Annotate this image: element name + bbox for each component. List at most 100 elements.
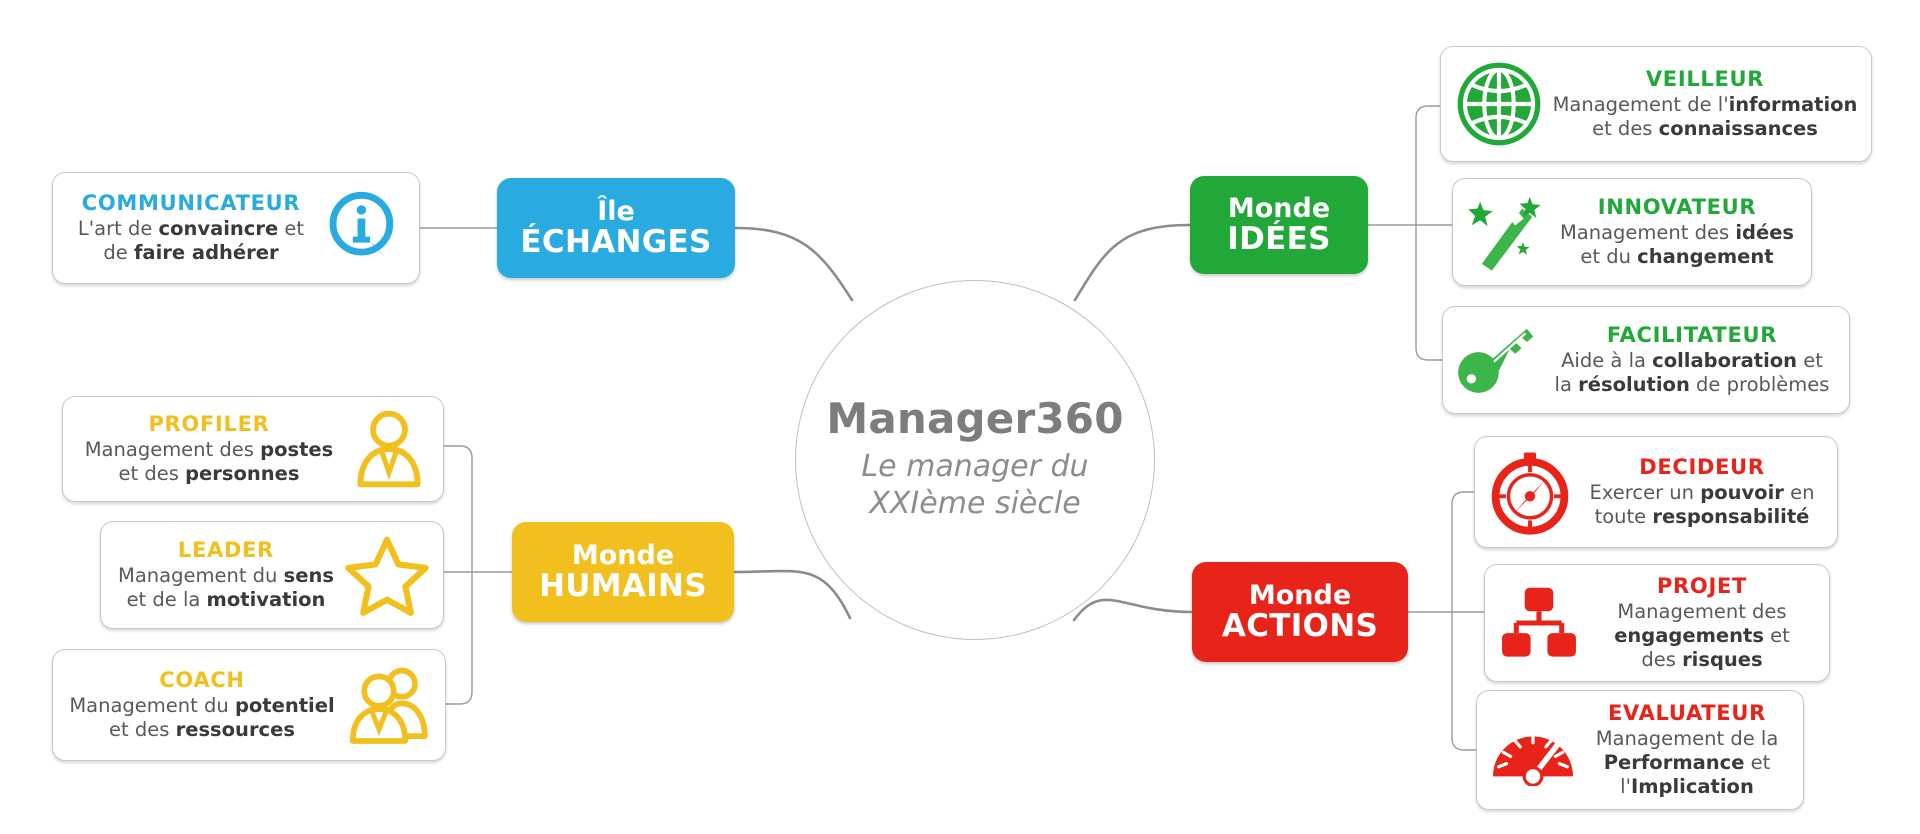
text-fragment: des <box>1641 647 1683 671</box>
card-communicateur-role: COMMUNICATEUR <box>81 191 301 216</box>
card-communicateur[interactable]: COMMUNICATEUR L'art de convaincre et de … <box>52 172 420 284</box>
card-profiler-role: PROFILER <box>148 412 270 437</box>
text-emphasis: postes <box>260 438 334 462</box>
text-fragment: Management du <box>118 564 284 588</box>
card-decideur-desc-line1: Exercer un pouvoir en <box>1579 481 1825 505</box>
org-chart-icon <box>1497 581 1581 665</box>
card-communicateur-desc-line1: L'art de convaincre et <box>65 217 317 241</box>
card-veilleur-desc-line1: Management de l'information <box>1551 93 1859 117</box>
text-fragment: et des <box>109 718 176 742</box>
hub-idees-line2: IDÉES <box>1227 220 1331 257</box>
card-profiler-desc-line1: Management des postes <box>75 438 343 462</box>
text-emphasis: sens <box>283 564 334 588</box>
text-fragment: toute <box>1594 505 1653 529</box>
card-evaluateur-desc-line2: Performance et <box>1583 751 1791 775</box>
text-emphasis: collaboration <box>1652 349 1798 373</box>
text-fragment: Management des <box>1559 221 1736 245</box>
hub-actions-line2: ACTIONS <box>1221 607 1379 644</box>
star-icon <box>343 531 431 619</box>
text-fragment: et des <box>1592 117 1659 141</box>
card-profiler[interactable]: PROFILER Management des postes et des pe… <box>62 396 444 502</box>
text-emphasis: responsabilité <box>1652 505 1810 529</box>
text-fragment: Aide à la <box>1561 349 1653 373</box>
info-circle-icon <box>321 185 407 271</box>
card-facilitateur-text: FACILITATEUR Aide à la collaboration et … <box>1541 323 1837 397</box>
card-projet-desc-line2: engagements et <box>1587 624 1817 648</box>
compass-icon <box>1487 449 1573 535</box>
text-emphasis: risques <box>1682 647 1763 671</box>
text-emphasis: ressources <box>175 718 295 742</box>
card-leader-role: LEADER <box>177 538 275 563</box>
text-fragment: et du <box>1580 245 1638 269</box>
card-veilleur-text: VEILLEUR Management de l'information et … <box>1545 67 1859 141</box>
card-facilitateur-role: FACILITATEUR <box>1606 323 1778 348</box>
card-veilleur-role: VEILLEUR <box>1645 67 1765 92</box>
hub-humains-line1: Monde <box>571 539 675 571</box>
text-emphasis: personnes <box>185 462 300 486</box>
card-coach[interactable]: COACH Management du potentiel et des res… <box>52 649 446 761</box>
text-fragment: et de la <box>126 588 207 612</box>
text-fragment: Exercer un <box>1589 481 1701 505</box>
card-evaluateur-desc-line1: Management de la <box>1583 727 1791 751</box>
text-fragment: Management de la <box>1595 727 1779 751</box>
card-leader-text: LEADER Management du sens et de la motiv… <box>113 538 343 612</box>
card-decideur[interactable]: DECIDEUR Exercer un pouvoir en toute res… <box>1474 436 1838 548</box>
card-innovateur[interactable]: INNOVATEUR Management des idées et du ch… <box>1452 178 1812 286</box>
text-fragment: en <box>1783 481 1815 505</box>
card-veilleur-desc-line2: et des connaissances <box>1551 117 1859 141</box>
hub-actions[interactable]: Monde ACTIONS <box>1192 562 1408 662</box>
text-fragment: Management de l' <box>1552 93 1729 117</box>
text-fragment: de <box>103 241 134 265</box>
card-leader-desc-line1: Management du sens <box>113 564 339 588</box>
card-profiler-desc-line2: et des personnes <box>75 462 343 486</box>
text-fragment: et <box>1797 349 1823 373</box>
globe-icon <box>1453 58 1545 150</box>
card-evaluateur-text: EVALUATEUR Management de la Performance … <box>1577 701 1791 799</box>
text-emphasis: motivation <box>206 588 326 612</box>
text-fragment: et des <box>118 462 186 486</box>
card-facilitateur[interactable]: FACILITATEUR Aide à la collaboration et … <box>1442 306 1850 414</box>
card-communicateur-text: COMMUNICATEUR L'art de convaincre et de … <box>65 191 321 265</box>
people-group-icon <box>343 661 433 749</box>
key-icon <box>1455 320 1541 400</box>
text-emphasis: idées <box>1735 221 1795 245</box>
text-fragment: Management des <box>1617 600 1787 624</box>
center-subtitle: Le manager du XXIème siècle <box>861 449 1088 522</box>
card-projet-role: PROJET <box>1656 574 1748 599</box>
card-coach-desc-line2: et des ressources <box>65 718 339 742</box>
card-innovateur-role: INNOVATEUR <box>1597 195 1757 220</box>
card-communicateur-desc-line2: de faire adhérer <box>65 241 317 265</box>
hub-humains[interactable]: Monde HUMAINS <box>512 522 734 622</box>
card-evaluateur-desc-line3: l'Implication <box>1583 775 1791 799</box>
card-veilleur[interactable]: VEILLEUR Management de l'information et … <box>1440 46 1872 162</box>
card-projet[interactable]: PROJET Management des engagements et des… <box>1484 564 1830 682</box>
card-decideur-text: DECIDEUR Exercer un pouvoir en toute res… <box>1573 455 1825 529</box>
center-subtitle-line2: XXIème siècle <box>869 486 1081 522</box>
hub-idees-line1: Monde <box>1227 192 1331 224</box>
text-fragment: la <box>1554 373 1579 397</box>
card-leader[interactable]: LEADER Management du sens et de la motiv… <box>100 521 444 629</box>
magic-wand-icon <box>1465 190 1549 274</box>
text-emphasis: engagements <box>1614 624 1764 648</box>
hub-echanges[interactable]: Île ÉCHANGES <box>497 178 735 278</box>
text-emphasis: Performance <box>1603 751 1745 775</box>
text-emphasis: changement <box>1637 245 1774 269</box>
hub-echanges-line1: Île <box>597 195 635 227</box>
card-coach-desc-line1: Management du potentiel <box>65 694 339 718</box>
text-fragment: et <box>1763 624 1790 648</box>
text-emphasis: connaissances <box>1658 117 1818 141</box>
text-fragment: Management des <box>84 438 261 462</box>
text-fragment: de problèmes <box>1689 373 1830 397</box>
hub-actions-line1: Monde <box>1248 579 1352 611</box>
hub-echanges-line2: ÉCHANGES <box>520 223 712 260</box>
card-projet-desc-line3: des risques <box>1587 648 1817 672</box>
card-evaluateur[interactable]: EVALUATEUR Management de la Performance … <box>1476 690 1804 810</box>
gauge-icon <box>1489 714 1577 786</box>
text-emphasis: potentiel <box>234 694 335 718</box>
card-evaluateur-role: EVALUATEUR <box>1608 701 1766 726</box>
card-coach-role: COACH <box>159 668 245 693</box>
hub-idees[interactable]: Monde IDÉES <box>1190 176 1368 274</box>
person-profile-icon <box>347 407 431 491</box>
text-fragment: Management du <box>69 694 235 718</box>
card-innovateur-text: INNOVATEUR Management des idées et du ch… <box>1549 195 1799 269</box>
